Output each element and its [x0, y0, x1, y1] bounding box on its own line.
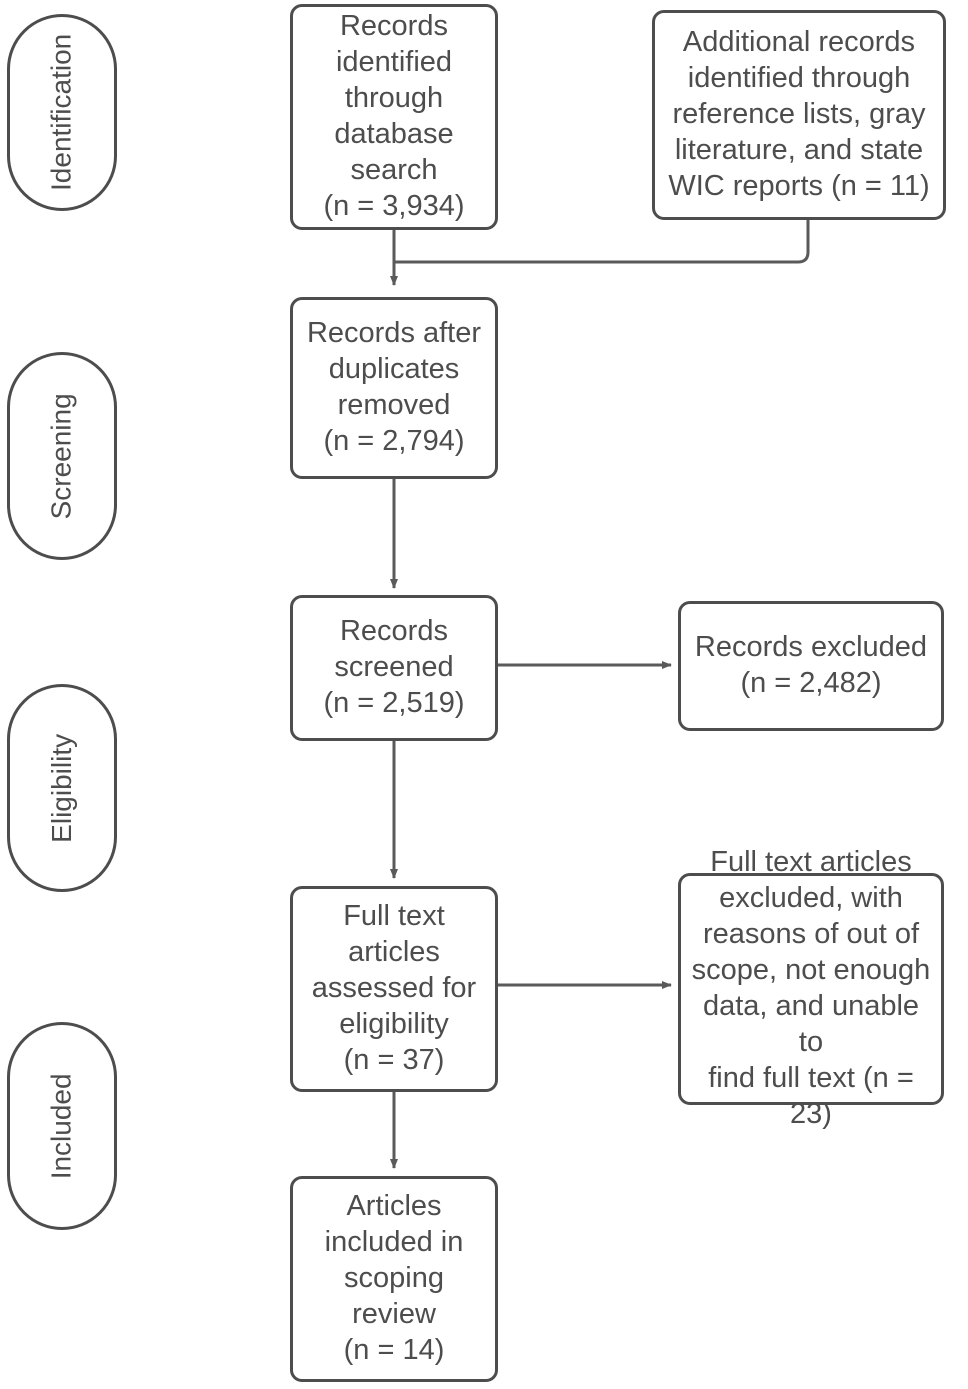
node-articles-included: Articles included in scoping review (n =… [290, 1176, 498, 1382]
stage-pill-eligibility: Eligibility [7, 684, 117, 892]
node-full-text-assessed: Full text articles assessed for eligibil… [290, 886, 498, 1092]
node-articles-included-label: Articles included in scoping review (n =… [324, 1190, 464, 1366]
stage-pill-screening: Screening [7, 352, 117, 560]
node-records-identified: Records identified through database sear… [290, 4, 498, 230]
node-after-duplicates: Records after duplicates removed (n = 2,… [290, 297, 498, 479]
node-after-duplicates-label: Records after duplicates removed (n = 2,… [306, 317, 482, 457]
node-records-identified-label: Records identified through database sear… [323, 10, 465, 222]
stage-pill-identification: Identification [7, 14, 117, 211]
stage-pill-included: Included [7, 1022, 117, 1230]
node-full-text-excluded: Full text articles excluded, with reason… [678, 846, 944, 1130]
stage-label-eligibility: Eligibility [45, 733, 77, 843]
node-additional-records-label: Additional records identified through re… [668, 26, 930, 202]
node-full-text-assessed-label: Full text articles assessed for eligibil… [311, 900, 477, 1076]
stage-label-identification: Identification [45, 33, 77, 192]
stage-label-included: Included [45, 1073, 77, 1179]
node-records-excluded: Records excluded (n = 2,482) [678, 601, 944, 731]
node-records-screened-label: Records screened (n = 2,519) [323, 615, 465, 719]
node-additional-records: Additional records identified through re… [652, 10, 946, 220]
node-records-excluded-label: Records excluded (n = 2,482) [694, 631, 928, 699]
stage-label-screening: Screening [45, 392, 77, 520]
node-full-text-excluded-label: Full text articles excluded, with reason… [691, 846, 931, 1130]
connector-additional-to-duplicates [394, 219, 810, 264]
node-records-screened: Records screened (n = 2,519) [290, 595, 498, 741]
